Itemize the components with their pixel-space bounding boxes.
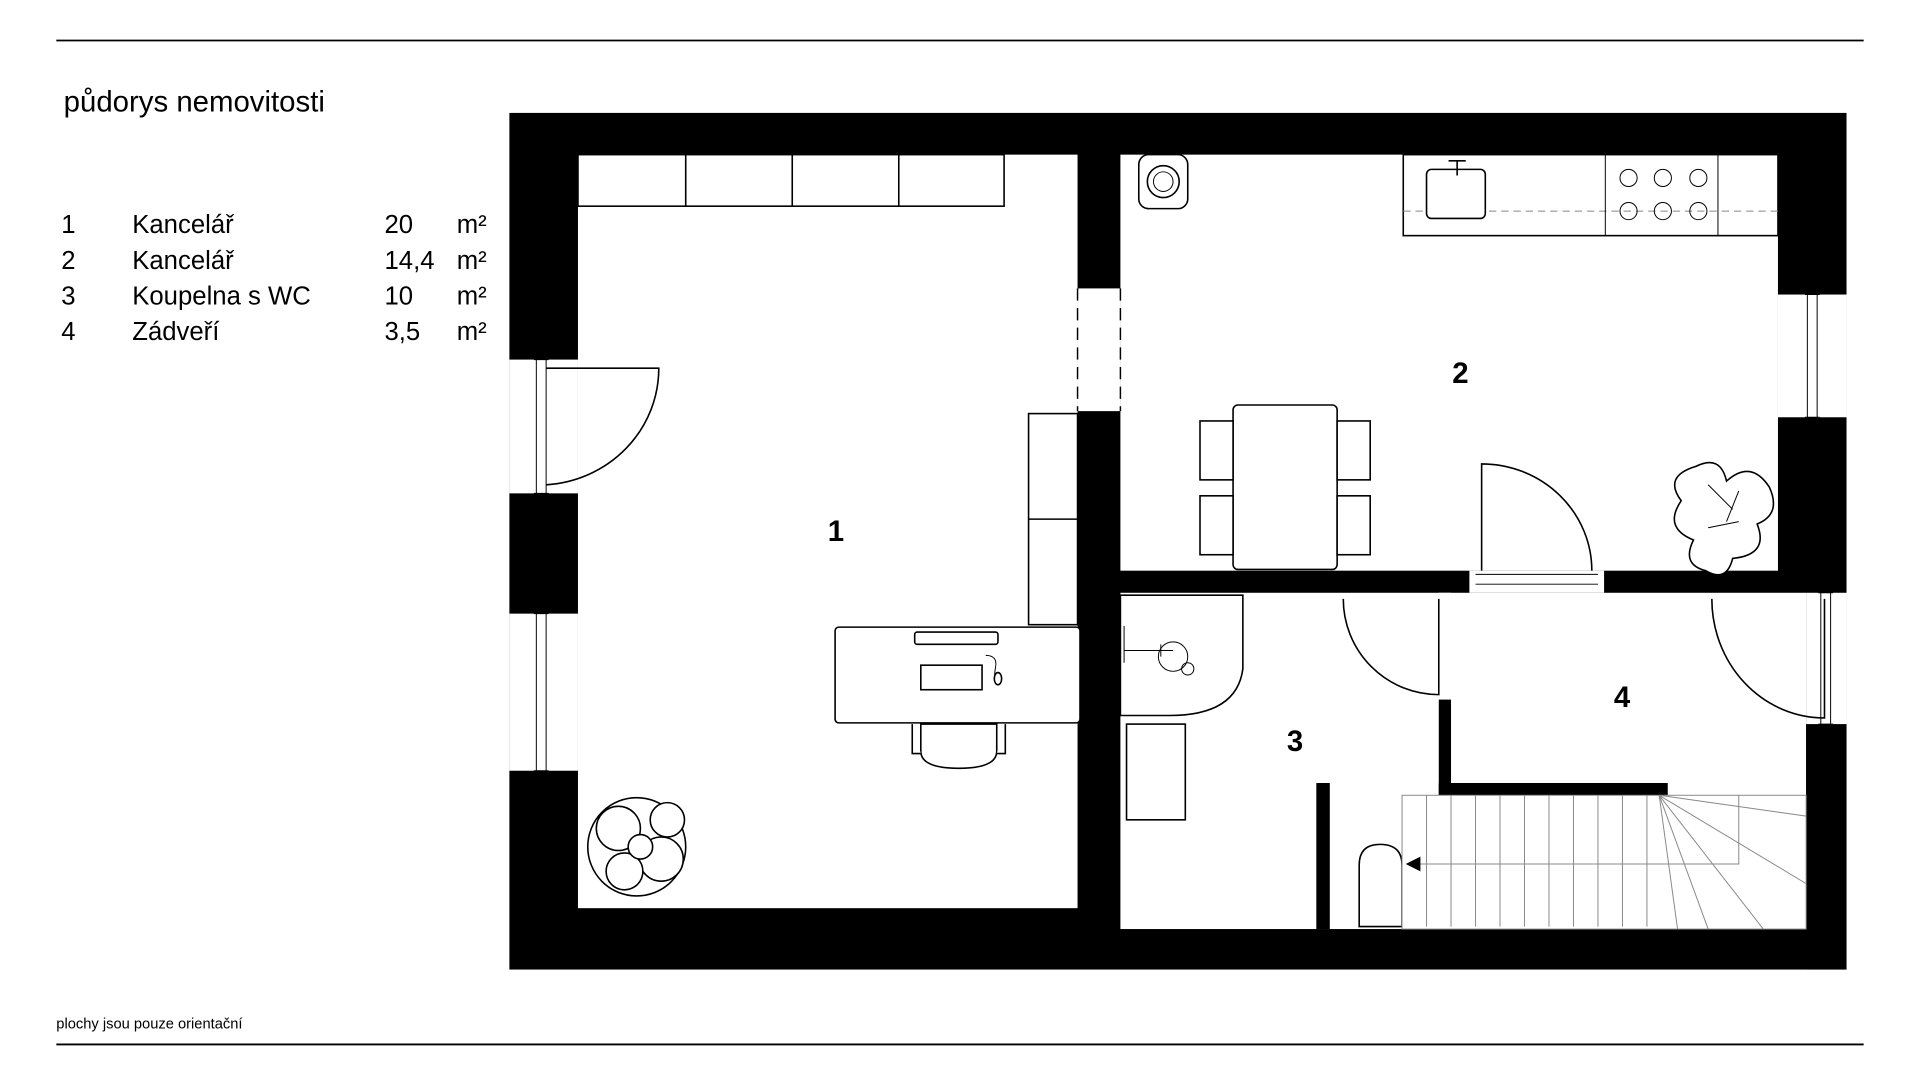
room-3-furniture: [1119, 594, 1403, 928]
room-area: 14,4: [384, 247, 434, 275]
monitor-icon: [913, 631, 999, 646]
bathroom-cabinet: [1125, 723, 1187, 821]
room-unit: m²: [457, 247, 487, 275]
footer-note: plochy jsou pouze orientační: [56, 1016, 243, 1032]
stair-direction-arrow-icon: [1405, 856, 1421, 872]
room-area: 20: [384, 211, 413, 239]
room-1-furniture: [577, 153, 1081, 897]
room-area: 10: [384, 282, 413, 310]
room-number: 4: [61, 318, 75, 346]
room-name: Kancelář: [132, 247, 235, 275]
sink-icon: [1425, 168, 1487, 220]
plant-icon: [1673, 461, 1775, 576]
office-chair-icon: [920, 723, 998, 770]
room-name: Zádveří: [132, 318, 220, 346]
legend-row: 4 Zádveří 3,5 m²: [61, 318, 487, 346]
room-legend: 1 Kancelář 20 m² 2 Kancelář 14,4 m² 3 Ko…: [61, 211, 487, 346]
room-name: Koupelna s WC: [132, 282, 311, 310]
room-2-furniture: [1137, 153, 1779, 576]
door-swing-room-2: [1480, 463, 1593, 571]
room-area: 3,5: [384, 318, 420, 346]
room-name: Kancelář: [132, 211, 235, 239]
plant-icon: [586, 796, 687, 897]
door-swing-room-3: [1342, 598, 1440, 696]
room-label-1: 1: [828, 515, 844, 548]
room-number: 3: [61, 282, 75, 310]
room-label-4: 4: [1614, 681, 1631, 714]
legend-row: 1 Kancelář 20 m²: [61, 211, 487, 239]
shower-icon: [1119, 594, 1244, 717]
room-number: 2: [61, 247, 75, 275]
room-unit: m²: [457, 211, 487, 239]
wall-cabinets: [577, 153, 1005, 207]
mouse-icon: [993, 671, 1003, 686]
dining-chairs: [1199, 420, 1371, 556]
toilet-icon: [1358, 843, 1403, 928]
page-title: půdorys nemovitosti: [64, 86, 325, 119]
room-unit: m²: [457, 318, 487, 346]
stove-icon: [1619, 168, 1708, 221]
windows: [509, 294, 1847, 772]
room-unit: m²: [457, 282, 487, 310]
washing-machine-icon: [1137, 153, 1189, 210]
legend-row: 2 Kancelář 14,4 m²: [61, 247, 487, 275]
staircase: [1401, 794, 1807, 930]
room-label-3: 3: [1287, 725, 1303, 758]
room-number: 1: [61, 211, 75, 239]
entrance-door-swing: [546, 367, 660, 486]
keyboard-icon: [920, 664, 983, 691]
room-labels: 1 2 3 4: [828, 357, 1631, 758]
legend-row: 3 Koupelna s WC 10 m²: [61, 282, 487, 310]
door-swing-room-4: [1711, 598, 1826, 719]
doors: [546, 367, 1826, 719]
room-label-2: 2: [1452, 357, 1468, 390]
dining-table: [1232, 404, 1338, 571]
